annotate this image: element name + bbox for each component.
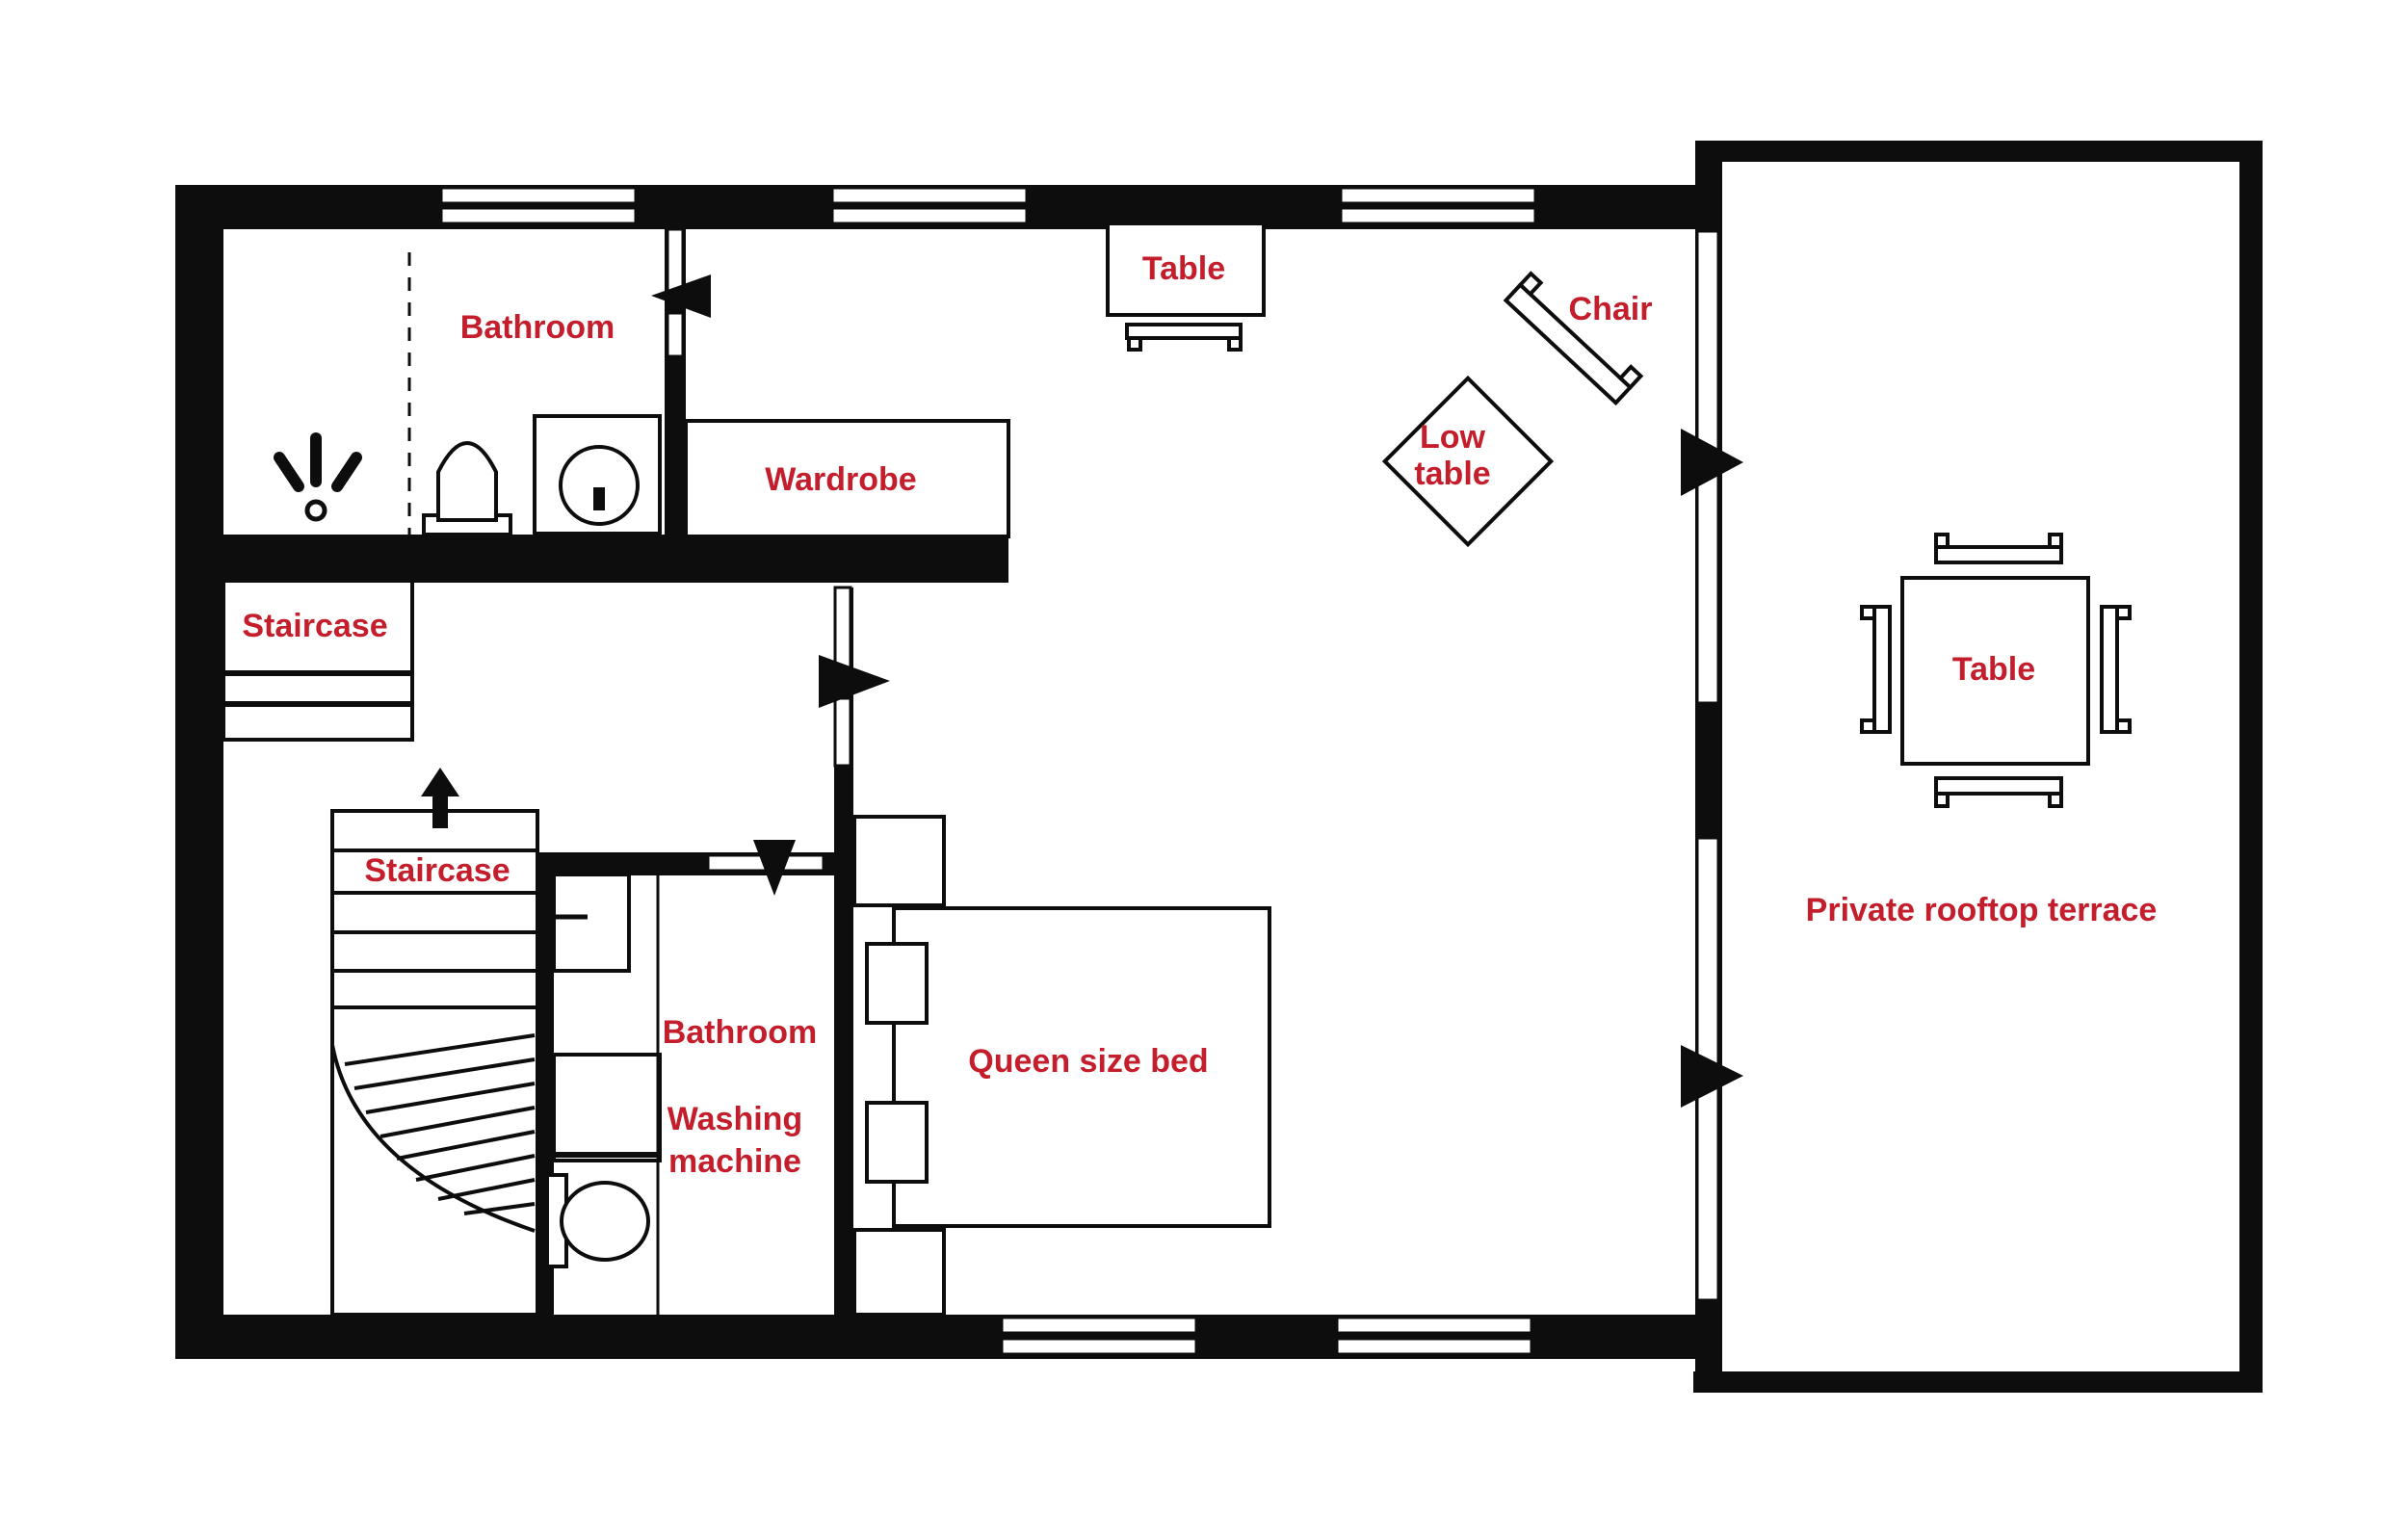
bathroom-top-fixtures — [274, 252, 662, 536]
chair-icon — [1503, 271, 1644, 406]
wardrobe-box — [684, 419, 1010, 538]
label-queen-bed: Queen size bed — [968, 1043, 1208, 1080]
queen-bed — [852, 815, 1271, 1317]
lower-staircase — [330, 768, 539, 1317]
low-table-box — [1381, 375, 1555, 548]
label-washing-1: Washing — [667, 1101, 802, 1137]
label-washing-2: machine — [668, 1143, 801, 1180]
arrow-up-icon — [421, 768, 459, 828]
label-bathroom-lower: Bathroom — [663, 1014, 818, 1051]
label-wardrobe: Wardrobe — [765, 461, 916, 498]
door-swing-icon — [651, 227, 1743, 1108]
toilet-icon — [422, 441, 512, 536]
room-labels: Bathroom Wardrobe Table Chair Low table … — [242, 250, 2157, 1180]
label-chair: Chair — [1569, 291, 1653, 327]
label-bathroom-top: Bathroom — [460, 309, 615, 346]
terrace-walls — [1693, 141, 2263, 1393]
label-table-top: Table — [1142, 250, 1225, 287]
shower-icon — [274, 432, 362, 522]
label-terrace: Private rooftop terrace — [1806, 892, 2158, 928]
upper-staircase — [222, 579, 414, 742]
sink-icon — [533, 414, 662, 535]
toilet-icon — [545, 1173, 650, 1268]
bathroom-lower-fixtures — [545, 873, 662, 1315]
label-low-table-2: table — [1414, 456, 1490, 492]
label-staircase-upper: Staircase — [242, 608, 387, 644]
label-staircase-lower: Staircase — [364, 852, 510, 889]
label-table-terrace: Table — [1952, 651, 2035, 688]
terrace-table — [1860, 533, 2132, 808]
label-low-table-1: Low — [1420, 419, 1486, 456]
top-table — [1106, 222, 1266, 352]
